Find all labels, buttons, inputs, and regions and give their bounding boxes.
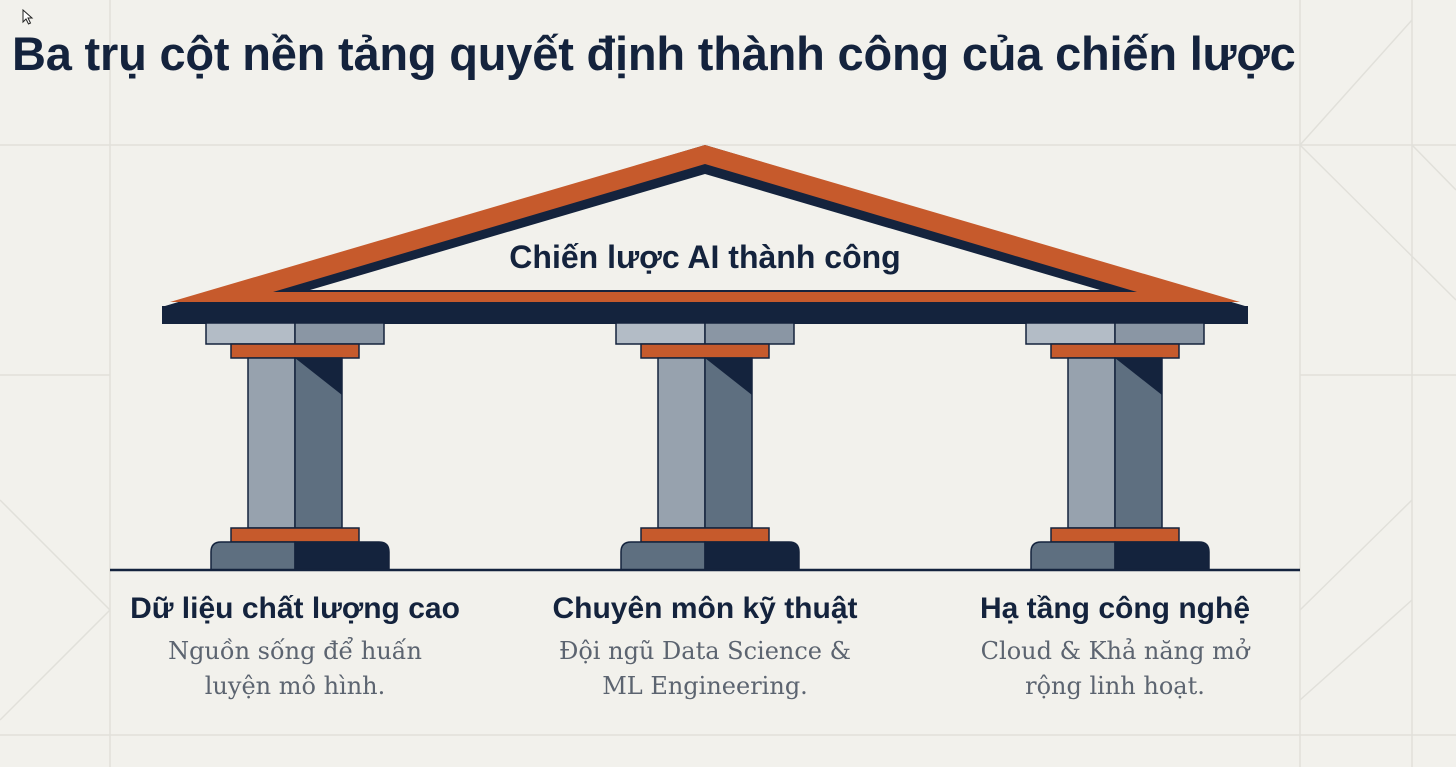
pillar-description-line: ML Engineering. (602, 672, 808, 700)
cursor-arrow-icon (22, 9, 34, 25)
pillar-heading: Dữ liệu chất lượng cao (130, 592, 460, 625)
pillar-description: Nguồn sống để huấn luyện mô hình. (85, 634, 505, 704)
pillar-description: Đội ngũ Data Science & ML Engineering. (495, 634, 915, 704)
pillar-description: Cloud & Khả năng mở rộng linh hoạt. (905, 634, 1325, 704)
pillar-caption-3: Hạ tầng công nghệ Cloud & Khả năng mở rộ… (905, 588, 1325, 704)
pillar-3 (1025, 322, 1210, 571)
pillar-caption-2: Chuyên môn kỹ thuật Đội ngũ Data Science… (495, 588, 915, 704)
pillar-caption-1: Dữ liệu chất lượng cao Nguồn sống để huấ… (85, 588, 505, 704)
pillar-description-line: Cloud & Khả năng mở (980, 637, 1250, 665)
pillar-description-line: Nguồn sống để huấn (168, 637, 422, 665)
pillar-heading: Hạ tầng công nghệ (980, 592, 1250, 625)
roof (162, 145, 1248, 324)
pillar-2 (615, 322, 800, 571)
pillar-heading: Chuyên môn kỹ thuật (552, 592, 858, 625)
pillar-description-line: Đội ngũ Data Science & (558, 637, 852, 665)
pillar-1 (205, 322, 390, 571)
page-title: Ba trụ cột nền tảng quyết định thành côn… (12, 27, 1296, 80)
pillar-description-line: rộng linh hoạt. (1025, 672, 1205, 700)
pillar-description-line: luyện mô hình. (204, 672, 386, 700)
roof-label: Chiến lược AI thành công (509, 239, 900, 275)
